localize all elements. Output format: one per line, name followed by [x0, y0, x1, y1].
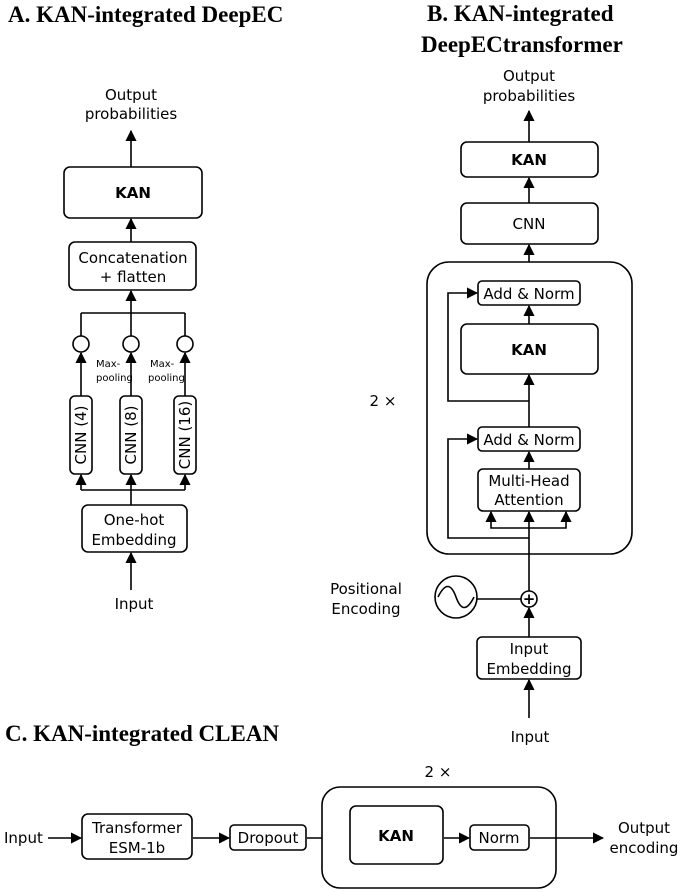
panel-c-dropout-label: Dropout — [238, 829, 299, 847]
panel-a-maxpool-label-2b: pooling — [148, 373, 185, 384]
panel-a-maxpool-label-1: Max- — [96, 359, 121, 370]
panel-b-add-norm-top-label: Add & Norm — [483, 285, 574, 303]
panel-c-repeat-label: 2 × — [425, 763, 452, 781]
panel-b-arrow-mha-right — [529, 510, 572, 529]
panel-b-positional-label-2: Encoding — [331, 600, 400, 618]
sine-wave-curve — [437, 585, 475, 609]
panel-b-embedding-label-2: Embedding — [486, 660, 571, 678]
panel-a-output-label: Output — [105, 86, 157, 104]
panel-c-norm-label: Norm — [479, 829, 520, 847]
panel-b-mha-label: Multi-Head — [488, 472, 569, 490]
panel-a-concat-label: Concatenation — [78, 249, 187, 267]
panel-b-output-label: Output — [503, 67, 555, 85]
panel-a-maxpool-label-2: Max- — [150, 359, 175, 370]
panel-a-embedding-label-2: Embedding — [91, 531, 176, 549]
panel-c: C. KAN-integrated CLEAN Input Transforme… — [4, 721, 679, 889]
panel-c-input-label: Input — [4, 829, 43, 847]
panel-b-title: B. KAN-integrated — [427, 1, 614, 26]
panel-c-output-label: Output — [618, 819, 670, 837]
panel-a-cnn-label-1: CNN (4) — [72, 406, 90, 465]
panel-c-dropout-box — [229, 824, 307, 851]
panel-a: A. KAN-integrated DeepEC Output probabil… — [8, 2, 283, 613]
panel-a-pool-node-2 — [122, 335, 140, 353]
panel-a-kan-label: KAN — [115, 184, 151, 202]
panel-b-cnn-label: CNN — [513, 215, 546, 233]
panel-c-norm-box — [469, 824, 530, 851]
panel-a-cnn-label-3: CNN (16) — [176, 401, 194, 469]
panel-a-cnn-label-2: CNN (8) — [122, 406, 140, 465]
panel-c-transformer-box — [81, 813, 193, 860]
panel-a-output-label-2: probabilities — [85, 105, 178, 123]
panel-a-pool-node-1 — [72, 335, 90, 353]
panel-b-mha-label-2: Attention — [494, 491, 563, 509]
panel-a-embedding-label: One-hot — [104, 511, 165, 529]
panel-c-kan-box — [349, 805, 444, 865]
panel-b-kan-label: KAN — [511, 151, 547, 169]
panel-b-plus-label: + — [523, 590, 536, 608]
panel-c-output-label-2: encoding — [610, 839, 679, 857]
panel-b-add-norm-bottom-label: Add & Norm — [483, 431, 574, 449]
panel-a-input-label: Input — [115, 595, 154, 613]
panel-c-transformer-label-2: ESM-1b — [109, 839, 165, 857]
panel-b-repeat-label: 2 × — [370, 392, 397, 410]
panel-a-maxpool-label-1b: pooling — [96, 373, 133, 384]
panel-b-residual-2 — [447, 287, 529, 402]
panel-b-output-label-2: probabilities — [483, 87, 576, 105]
panel-b-residual-1 — [447, 433, 529, 539]
panel-b-kan-inner-label: KAN — [511, 341, 547, 359]
panel-a-pool-node-3 — [176, 335, 194, 353]
panel-b-title-2: DeepECtransformer — [421, 32, 623, 57]
panel-b-arrow-mha-left — [485, 510, 529, 529]
panel-b-positional-label: Positional — [330, 580, 402, 598]
panel-c-kan-label: KAN — [378, 827, 414, 845]
panel-c-transformer-label: Transformer — [91, 819, 183, 837]
panel-c-title: C. KAN-integrated CLEAN — [5, 721, 279, 746]
panel-b-embedding-label: Input — [510, 640, 549, 658]
panel-b: B. KAN-integrated DeepECtransformer Outp… — [330, 1, 633, 746]
panel-a-title: A. KAN-integrated DeepEC — [8, 2, 283, 27]
panel-a-concat-label-2: + flatten — [100, 268, 166, 286]
panel-b-input-label: Input — [511, 728, 550, 746]
